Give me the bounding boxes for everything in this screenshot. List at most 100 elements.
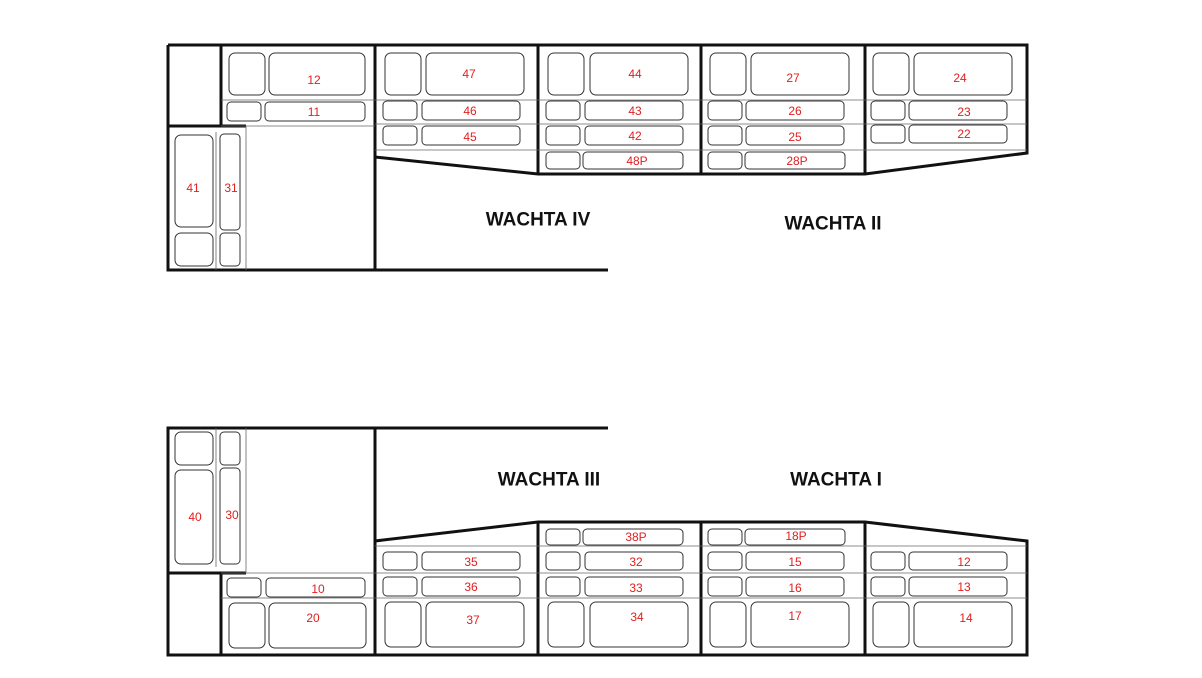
bunk-frame <box>219 232 241 267</box>
berth-25[interactable] <box>745 125 845 146</box>
berth-17[interactable] <box>750 601 850 648</box>
berth-48p[interactable] <box>582 151 684 170</box>
berth-label: 11 <box>308 105 321 119</box>
bunk-frame <box>382 100 418 121</box>
berth-label: 37 <box>466 613 480 627</box>
berth-23[interactable] <box>908 100 1008 121</box>
berth-label: 40 <box>188 510 202 524</box>
bunk-frame <box>384 601 422 648</box>
berth-18p[interactable] <box>744 528 846 546</box>
berth-22[interactable] <box>908 124 1008 144</box>
bunk-frame <box>382 125 418 146</box>
berth-label: 33 <box>629 581 643 595</box>
berth-42[interactable] <box>584 125 684 146</box>
bunk-frame <box>226 101 262 122</box>
bunk-frame <box>228 602 266 649</box>
bunk-frame <box>707 100 743 121</box>
berth-26[interactable] <box>745 100 845 121</box>
bunk-frame <box>870 551 906 571</box>
berth-34[interactable] <box>589 601 689 648</box>
berth-35[interactable] <box>421 551 521 571</box>
bunk-frame <box>709 601 747 648</box>
zone-label-wachta-i: WACHTA I <box>790 470 882 491</box>
berth-label: 30 <box>225 508 239 522</box>
berth-label: 43 <box>628 104 642 118</box>
berth-30[interactable] <box>219 467 241 565</box>
berth-label: 22 <box>957 127 971 141</box>
berth-43[interactable] <box>584 100 684 121</box>
bunk-frame <box>872 601 910 648</box>
berth-label: 18P <box>785 529 806 543</box>
berth-label: 34 <box>630 610 644 624</box>
bottom-deck: 40 30 10 20 35 36 37 38P 32 33 34 <box>166 426 1029 657</box>
berth-label: 16 <box>788 581 802 595</box>
bunk-frame <box>382 551 418 571</box>
berth-label: 14 <box>959 611 973 625</box>
berth-11[interactable] <box>264 101 366 122</box>
bunk-frame <box>707 125 743 146</box>
berth-label: 10 <box>311 582 325 596</box>
berth-label: 17 <box>788 609 802 623</box>
bunk-frame <box>707 151 743 170</box>
berth-37[interactable] <box>425 601 525 648</box>
bunk-frame <box>384 52 422 96</box>
berth-27[interactable] <box>750 52 850 96</box>
berth-47[interactable] <box>425 52 525 96</box>
berth-label: 48P <box>626 154 647 168</box>
berth-12-bottom[interactable] <box>908 551 1008 571</box>
berth-31[interactable] <box>219 133 241 231</box>
bunk-frame <box>228 52 266 96</box>
berth-33[interactable] <box>584 576 684 597</box>
berth-label: 12 <box>307 73 321 87</box>
bunk-frame <box>219 431 241 466</box>
berth-label: 27 <box>786 71 800 85</box>
berth-28p[interactable] <box>744 151 846 170</box>
berth-label: 13 <box>957 580 971 594</box>
berth-46[interactable] <box>421 100 521 121</box>
bunk-frame <box>382 576 418 597</box>
berth-10[interactable] <box>265 577 366 598</box>
berth-45[interactable] <box>421 125 521 146</box>
berth-label: 41 <box>186 181 200 195</box>
berth-label: 46 <box>463 104 477 118</box>
bunk-frame <box>547 52 585 96</box>
zone-label-wachta-iii: WACHTA III <box>498 470 600 491</box>
bunk-frame <box>870 576 906 597</box>
zone-label-wachta-ii: WACHTA II <box>784 214 881 235</box>
berth-16[interactable] <box>745 576 845 597</box>
berth-41[interactable] <box>174 134 214 228</box>
berth-label: 45 <box>463 130 477 144</box>
berth-label: 15 <box>788 555 802 569</box>
berth-44[interactable] <box>589 52 689 96</box>
bunk-frame <box>545 125 581 146</box>
berth-24[interactable] <box>913 52 1013 96</box>
berth-label: 47 <box>462 67 476 81</box>
bunk-frame <box>707 576 743 597</box>
berth-40[interactable] <box>174 469 214 565</box>
top-deck: 12 11 41 31 47 46 45 44 43 42 48P <box>166 43 1029 272</box>
berth-label: 12 <box>957 555 971 569</box>
bunk-frame <box>545 528 581 546</box>
berth-label: 32 <box>629 555 643 569</box>
berth-label: 35 <box>464 555 478 569</box>
berth-14[interactable] <box>913 601 1013 648</box>
bunk-frame <box>174 232 214 267</box>
berth-20[interactable] <box>268 602 367 649</box>
berth-label: 25 <box>788 130 802 144</box>
bunk-frame <box>707 551 743 571</box>
bunk-frame <box>545 151 581 170</box>
berth-38p[interactable] <box>582 528 684 546</box>
bunk-frame <box>174 431 214 466</box>
bunk-frame <box>226 577 262 598</box>
bunk-frame <box>545 551 581 571</box>
berth-12-top[interactable] <box>268 52 366 96</box>
berth-32[interactable] <box>584 551 684 571</box>
berth-13[interactable] <box>908 576 1008 597</box>
bunk-frame <box>707 528 743 546</box>
berth-36[interactable] <box>421 576 521 597</box>
berth-15[interactable] <box>745 551 845 571</box>
berth-label: 42 <box>628 129 642 143</box>
bunk-frame <box>870 124 906 144</box>
bunk-frame <box>545 576 581 597</box>
